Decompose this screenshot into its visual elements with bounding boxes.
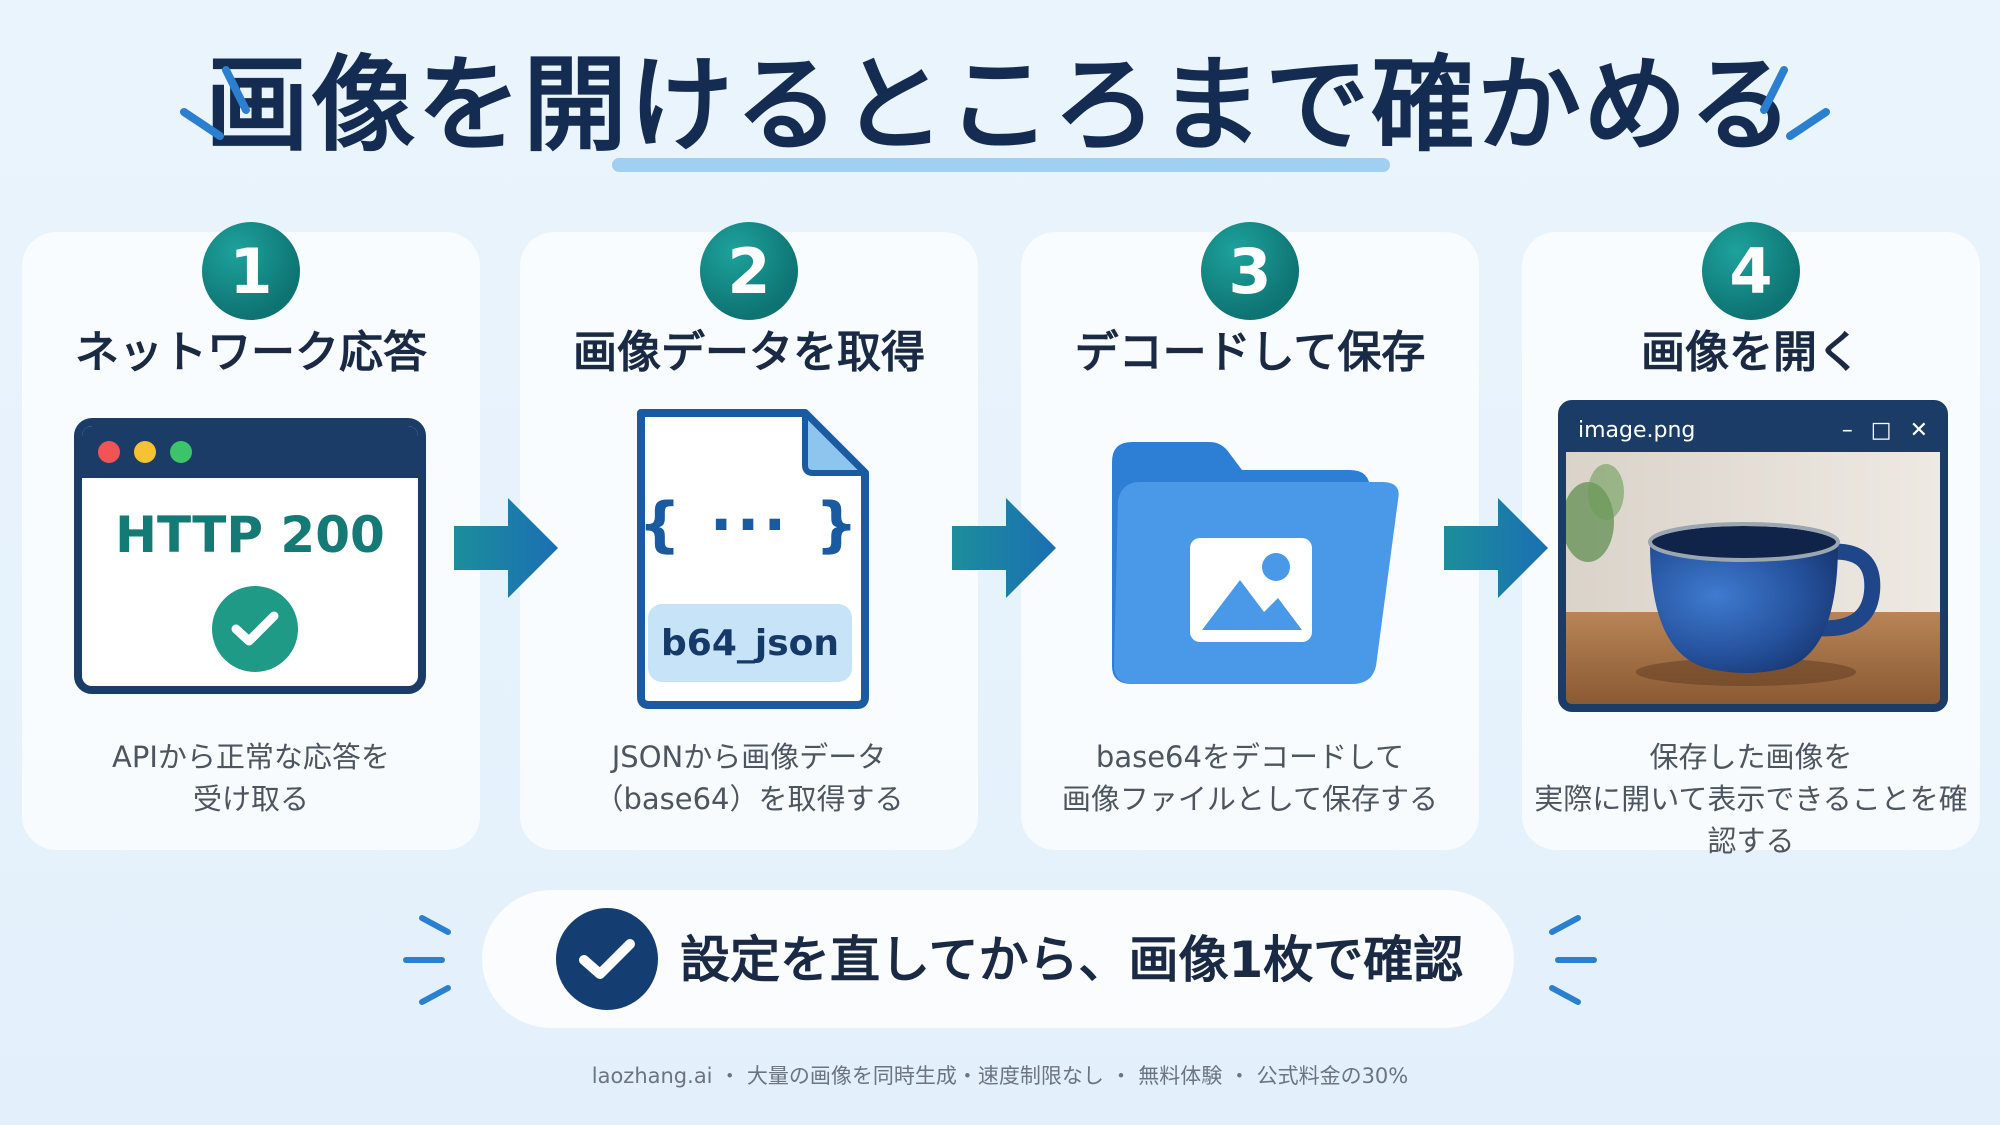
step-badge-4: 4 [1702, 222, 1800, 320]
maximize-icon[interactable]: □ [1870, 417, 1892, 443]
json-braces: { ··· } [638, 490, 862, 560]
step-badge-1: 1 [202, 222, 300, 320]
minimize-dot-icon [134, 441, 156, 463]
step-desc-3-line1: base64をデコードして [1095, 740, 1405, 774]
check-icon [556, 908, 658, 1010]
step-badge-3: 3 [1201, 222, 1299, 320]
step-title-4: 画像を開く [1641, 327, 1861, 378]
cup-photo [1566, 452, 1940, 704]
step-desc-1-line2: 受け取る [192, 782, 309, 816]
browser-titlebar [82, 426, 418, 478]
step-desc-1: APIから正常な応答を 受け取る [22, 736, 480, 820]
viewer-titlebar: image.png – □ ✕ [1566, 408, 1940, 452]
folder-image-icon [1112, 442, 1399, 684]
image-viewer-window: image.png – □ ✕ [1558, 400, 1948, 712]
maximize-dot-icon [170, 441, 192, 463]
viewer-controls: – □ ✕ [1842, 418, 1928, 443]
check-icon [212, 586, 298, 672]
step-desc-4: 保存した画像を 実際に開いて表示できることを確認する [1522, 736, 1980, 862]
viewer-filename: image.png [1578, 417, 1696, 443]
step-desc-3: base64をデコードして 画像ファイルとして保存する [1021, 736, 1479, 820]
close-icon[interactable]: ✕ [1909, 417, 1928, 443]
spark-bottom-right-icon [1549, 915, 1597, 1005]
step-title-1: ネットワーク応答 [75, 327, 427, 378]
browser-window-icon: HTTP 200 [74, 418, 426, 694]
callout-text: 設定を直してから、画像1枚で確認 [680, 931, 1464, 989]
step-badge-2: 2 [700, 222, 798, 320]
step-desc-2: JSONから画像データ （base64）を取得する [520, 736, 978, 820]
step-desc-1-line1: APIから正常な応答を [112, 740, 390, 774]
step-desc-4-line2: 実際に開いて表示できることを確認する [1534, 782, 1968, 858]
title-underline [612, 158, 1390, 172]
step-desc-4-line1: 保存した画像を [1649, 740, 1853, 774]
b64-json-label: b64_json [648, 604, 852, 682]
arrow-right-icon [454, 498, 558, 598]
arrow-right-icon [1444, 498, 1548, 598]
spark-bottom-left-icon [403, 915, 451, 1005]
footer-note: laozhang.ai ・ 大量の画像を同時生成・速度制限なし ・ 無料体験 ・… [591, 1064, 1409, 1088]
page-title: 画像を開けるところまで確かめる [204, 44, 1795, 166]
arrow-right-icon [952, 498, 1056, 598]
step-desc-2-line2: （base64）を取得する [594, 782, 904, 816]
step-title-2: 画像データを取得 [573, 327, 925, 378]
minimize-icon[interactable]: – [1841, 417, 1853, 443]
spark-right-icon [1760, 66, 1830, 140]
close-dot-icon [98, 441, 120, 463]
step-desc-2-line1: JSONから画像データ [611, 740, 887, 774]
spark-left-icon [180, 66, 250, 140]
http-status: HTTP 200 [115, 506, 385, 564]
step-title-3: デコードして保存 [1074, 327, 1426, 378]
step-desc-3-line2: 画像ファイルとして保存する [1061, 782, 1439, 816]
